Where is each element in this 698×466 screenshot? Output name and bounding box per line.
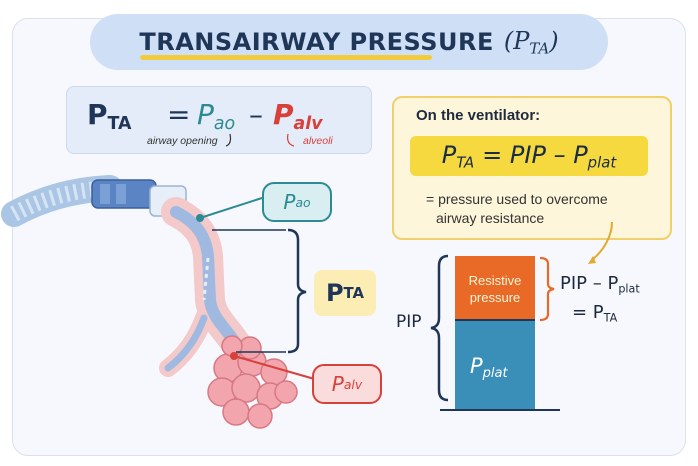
note-airway-opening: airway opening — [147, 135, 218, 147]
pplat-label: Pplat — [470, 354, 508, 381]
formula-equals: = — [167, 98, 191, 131]
pplat-bar — [455, 320, 535, 410]
formula-pao: Pao — [197, 98, 236, 135]
resistive-brace — [539, 256, 555, 322]
note-alveoli: alveoli — [303, 135, 333, 147]
pao-dot — [196, 214, 204, 222]
palv-dot — [230, 352, 238, 360]
resistive-bar — [455, 256, 535, 320]
bar-equation: PIP – Pplat = PTA — [560, 273, 640, 325]
formula-box: PTA = Pao – Palv airway opening alveoli — [66, 86, 372, 154]
formula-palv: Palv — [273, 98, 323, 135]
ventilator-tube — [1, 175, 187, 227]
pao-pointer — [199, 197, 263, 219]
resistive-pressure-label: Resistive pressure — [468, 273, 522, 305]
formula-minus: – — [249, 98, 263, 131]
arrow-head — [588, 256, 596, 264]
formula-lhs: PTA — [87, 98, 132, 135]
alveoli-cluster — [207, 335, 298, 429]
airway-tree — [159, 197, 251, 377]
note-arrow-pao — [225, 133, 232, 147]
pip-label: PIP — [396, 312, 422, 332]
pta-bracket — [287, 228, 307, 354]
title-underline — [140, 55, 432, 60]
note-arrow-palv — [287, 133, 295, 147]
ventilator-box: On the ventilator: PTA = PIP – Pplat = p… — [392, 96, 672, 240]
page-title: TRANSAIRWAY PRESSURE — [139, 28, 494, 56]
vent-to-bar-arrow — [591, 221, 613, 261]
ventilator-label: On the ventilator: — [416, 107, 541, 124]
title-banner: TRANSAIRWAY PRESSURE (PTA) — [90, 14, 608, 70]
title-symbol: (PTA) — [503, 26, 559, 58]
pip-brace — [430, 254, 449, 402]
ventilator-note: = pressure used to overcome airway resis… — [426, 191, 608, 226]
ventilator-formula: PTA = PIP – Pplat — [410, 136, 648, 176]
palv-pointer — [233, 355, 319, 381]
